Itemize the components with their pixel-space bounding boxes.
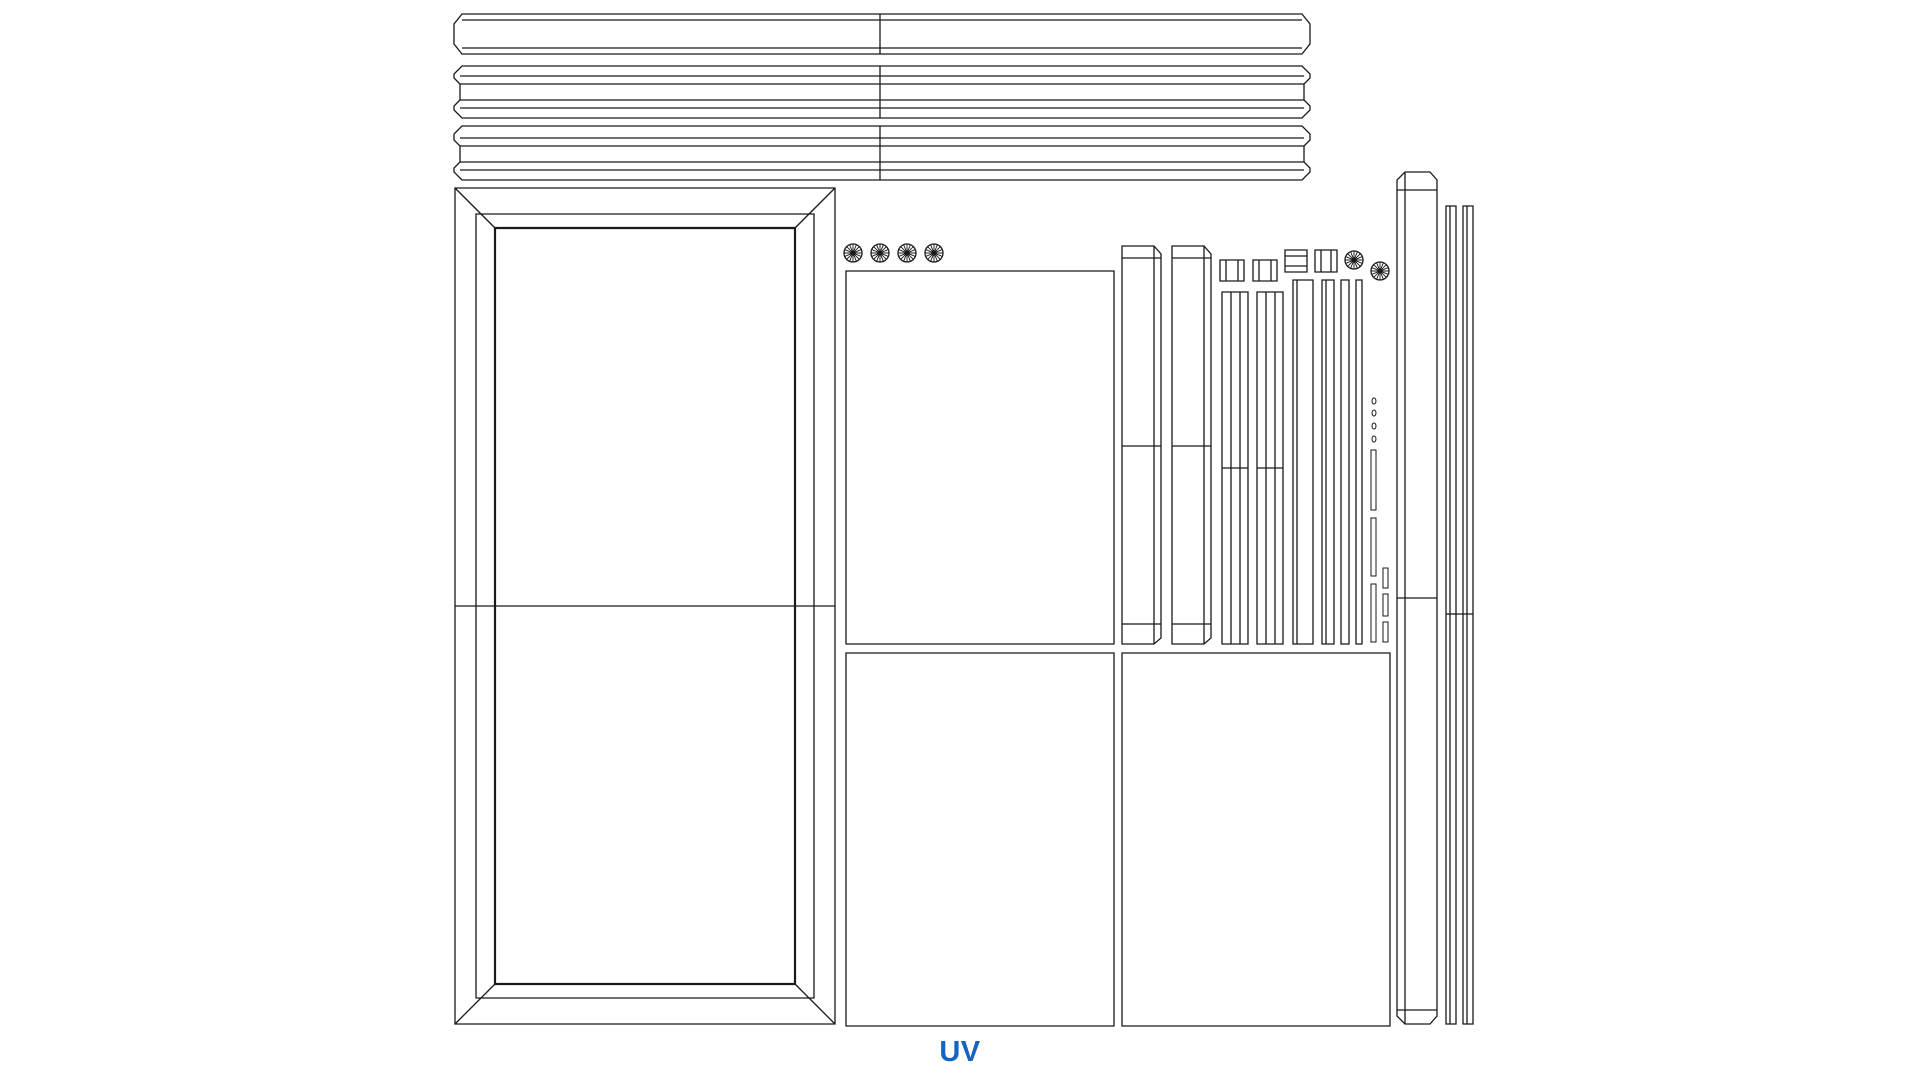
door-panel (455, 188, 835, 1024)
tall-strip (1397, 172, 1437, 1024)
rosette (925, 244, 943, 262)
panel-square (846, 271, 1114, 644)
thin-rail (1257, 292, 1283, 644)
trim-bar (454, 66, 1310, 118)
thin-rail (1456, 206, 1473, 1024)
trim-bar (454, 126, 1310, 180)
rosette (844, 244, 862, 262)
thin-rail (1446, 206, 1456, 1024)
rosette (871, 244, 889, 262)
post (1122, 246, 1161, 644)
tiny-pieces (1371, 398, 1388, 642)
small-block (1220, 260, 1244, 281)
small-block (1315, 250, 1337, 272)
post (1172, 246, 1211, 644)
rosette-group (844, 244, 943, 262)
panel-square (1122, 653, 1390, 1026)
small-block (1285, 250, 1307, 272)
thin-rail (1293, 280, 1313, 644)
rosette (898, 244, 916, 262)
rosette (1371, 262, 1389, 280)
panel-square (846, 653, 1114, 1026)
trim-bar (454, 14, 1310, 54)
thin-rail (1356, 280, 1362, 644)
uv-caption: UV (939, 1036, 981, 1068)
small-block (1253, 260, 1277, 281)
thin-rail (1222, 292, 1248, 644)
thin-rail (1341, 280, 1349, 644)
thin-rail (1322, 280, 1334, 644)
rosette (1345, 251, 1363, 269)
